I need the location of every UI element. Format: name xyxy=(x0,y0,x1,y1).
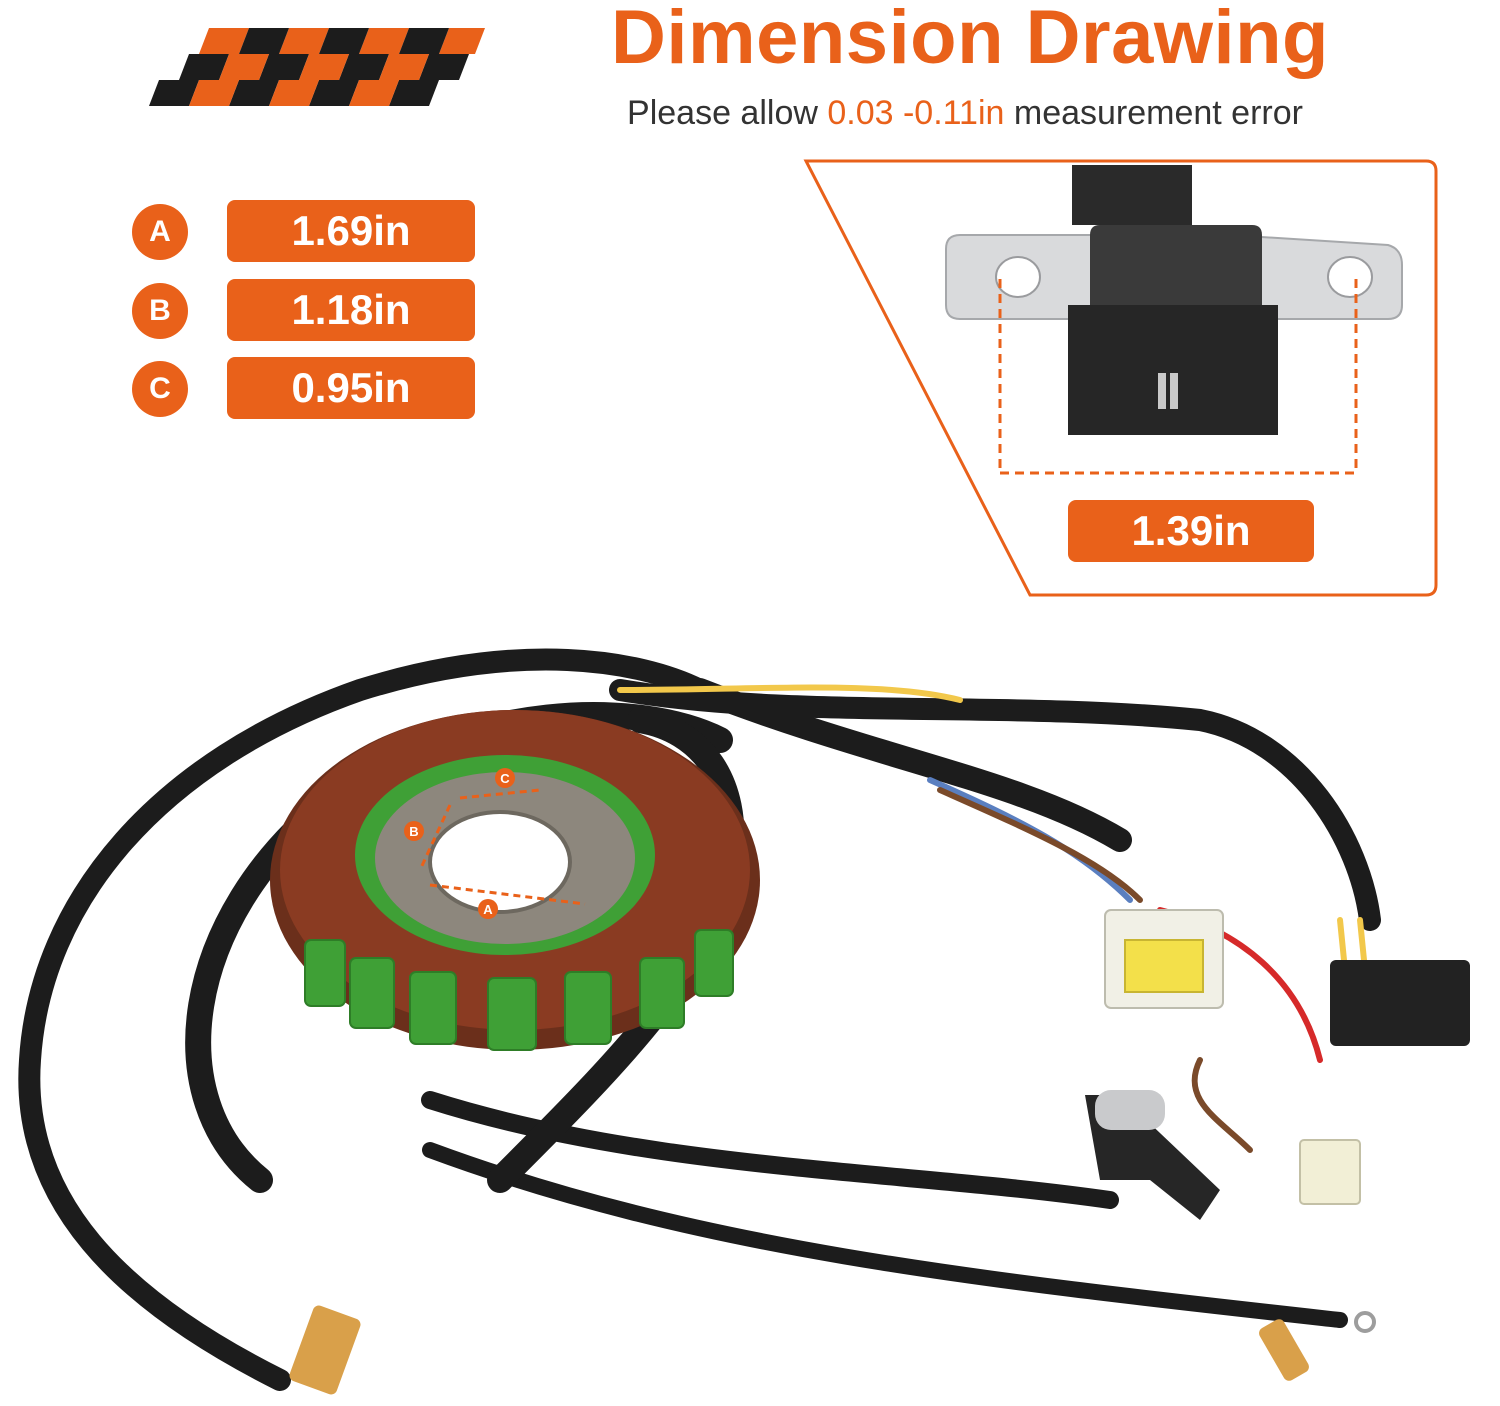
page-title: Dimension Drawing xyxy=(611,0,1329,80)
dimension-row-a: A 1.69in xyxy=(132,200,477,264)
stator-label-a: A xyxy=(483,902,493,917)
checker-middle-row xyxy=(179,54,469,80)
dimension-value: 1.18in xyxy=(227,279,475,341)
brand-checker-logo xyxy=(149,28,485,106)
stator-harness-illustration: A B C xyxy=(18,648,1470,1395)
stator-coil-teeth xyxy=(304,929,734,1051)
dimension-value: 0.95in xyxy=(227,357,475,419)
measurement-note-suffix: measurement error xyxy=(1004,94,1303,132)
measurement-note: Please allow 0.03 -0.11in measurement er… xyxy=(560,94,1370,133)
stator-dimension-marks xyxy=(418,788,586,906)
dimension-letter-badge: A xyxy=(132,204,188,260)
dimension-value: 1.69in xyxy=(227,200,475,262)
dimension-letter-badge: B xyxy=(132,283,188,339)
stator-label-b: B xyxy=(409,824,418,839)
dimension-guide-lines xyxy=(998,279,1358,475)
checker-top-row xyxy=(199,28,485,54)
pickup-sensor-illustration xyxy=(945,165,1403,435)
dimension-row-c: C 0.95in xyxy=(132,357,477,421)
stator-label-badges: A B C xyxy=(404,768,515,919)
pickup-detail-callout xyxy=(803,159,1438,597)
wire-harness-cables xyxy=(18,648,1381,1391)
measurement-error-range: 0.03 -0.11in xyxy=(827,94,1005,132)
stator-label-c: C xyxy=(500,771,510,786)
connectors xyxy=(289,909,1470,1395)
checker-bottom-row xyxy=(149,80,439,106)
pickup-width-label: 1.39in xyxy=(1068,500,1314,562)
measurement-note-prefix: Please allow xyxy=(627,94,828,132)
dimension-row-b: B 1.18in xyxy=(132,279,477,343)
dimension-letter-badge: C xyxy=(132,361,188,417)
callout-frame xyxy=(803,159,1438,597)
